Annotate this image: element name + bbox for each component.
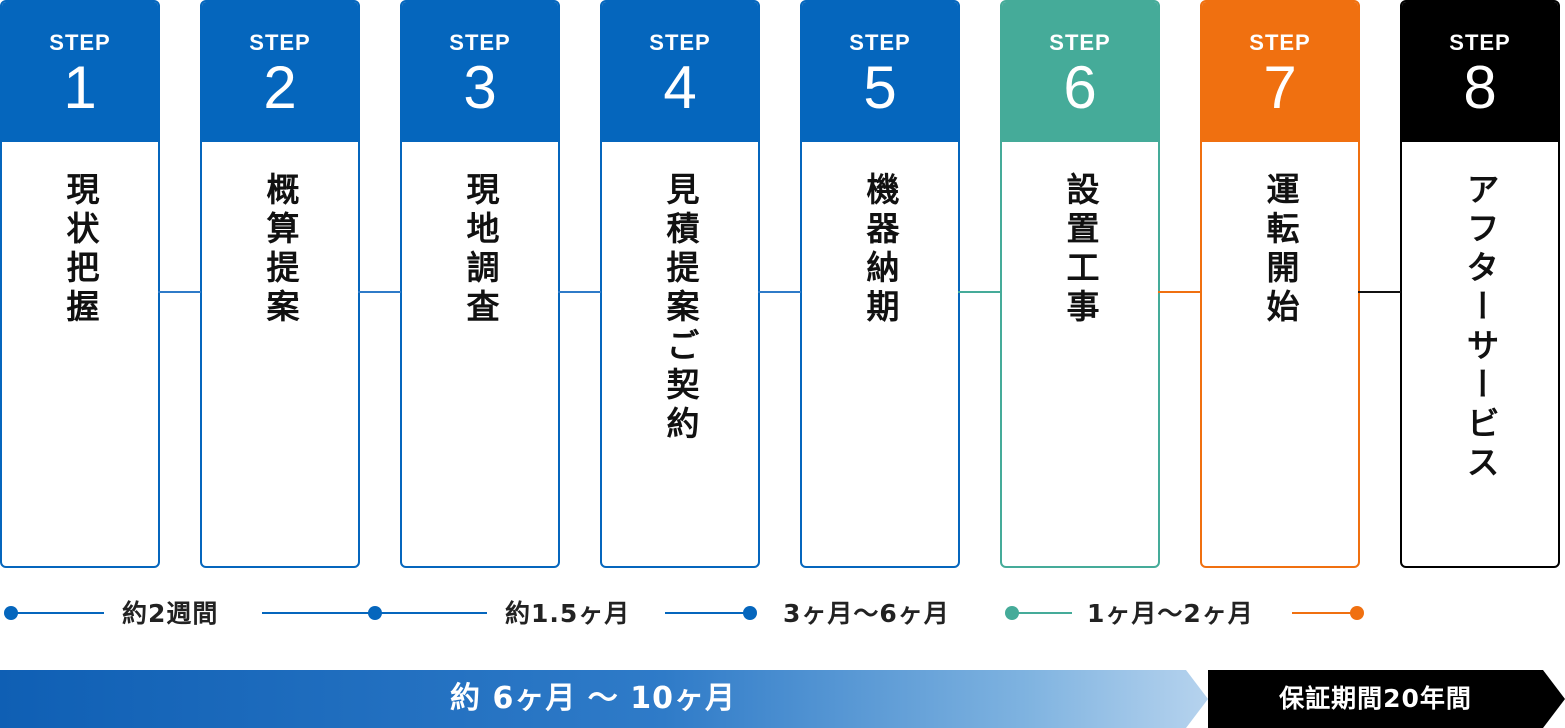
step-label: STEP	[249, 30, 311, 55]
step-number: 8	[1463, 54, 1497, 121]
timeline-line	[665, 612, 750, 614]
step-title: アフターサービス	[1461, 172, 1500, 484]
step-number: 6	[1063, 54, 1097, 121]
step-number: 4	[663, 54, 697, 121]
step-connector	[558, 291, 601, 293]
step-card-1: STEP 1 現状把握	[0, 0, 160, 568]
step-header: STEP 3	[402, 2, 558, 142]
timeline-line	[1292, 612, 1356, 614]
step-connector	[1358, 291, 1401, 293]
period-label-3: 3ヶ月〜6ヶ月	[783, 599, 950, 628]
timeline-dot	[368, 606, 382, 620]
step-label: STEP	[1449, 30, 1511, 55]
step-header: STEP 2	[202, 2, 358, 142]
step-label: STEP	[649, 30, 711, 55]
total-duration-bar	[0, 670, 1208, 728]
step-number: 3	[463, 54, 497, 121]
warranty-label: 保証期間20年間	[1279, 684, 1472, 713]
step-title: 概算提案	[261, 172, 300, 328]
step-header: STEP 4	[602, 2, 758, 142]
timeline-line	[1012, 612, 1072, 614]
step-header: STEP 7	[1202, 2, 1358, 142]
step-header: STEP 5	[802, 2, 958, 142]
step-card-2: STEP 2 概算提案	[200, 0, 360, 568]
step-header: STEP 8	[1402, 2, 1558, 142]
step-number: 7	[1263, 54, 1297, 121]
step-connector	[158, 291, 201, 293]
step-label: STEP	[1249, 30, 1311, 55]
step-header: STEP 6	[1002, 2, 1158, 142]
timeline-dot	[4, 606, 18, 620]
step-title: 設置工事	[1061, 172, 1100, 328]
period-label-4: 1ヶ月〜2ヶ月	[1087, 599, 1254, 628]
step-card-7: STEP 7 運転開始	[1200, 0, 1360, 568]
warranty-bar	[1208, 670, 1565, 728]
step-title: 現状把握	[61, 172, 100, 328]
step-title: 見積提案ご契約	[661, 172, 700, 445]
timeline-dot	[1005, 606, 1019, 620]
step-card-6: STEP 6 設置工事	[1000, 0, 1160, 568]
step-connector	[958, 291, 1001, 293]
step-number: 1	[63, 54, 97, 121]
step-label: STEP	[49, 30, 111, 55]
step-label: STEP	[1049, 30, 1111, 55]
step-header: STEP 1	[2, 2, 158, 142]
step-card-5: STEP 5 機器納期	[800, 0, 960, 568]
step-connector	[358, 291, 401, 293]
step-title: 現地調査	[461, 172, 500, 328]
timeline-dot	[743, 606, 757, 620]
timeline-line	[12, 612, 104, 614]
period-label-1: 約2週間	[122, 599, 219, 628]
step-label: STEP	[449, 30, 511, 55]
step-number: 5	[863, 54, 897, 121]
step-title: 運転開始	[1261, 172, 1300, 328]
step-card-4: STEP 4 見積提案ご契約	[600, 0, 760, 568]
step-connector	[758, 291, 801, 293]
step-card-8: STEP 8 アフターサービス	[1400, 0, 1560, 568]
timeline-dot	[1350, 606, 1364, 620]
step-title: 機器納期	[861, 172, 900, 328]
step-connector	[1158, 291, 1201, 293]
step-label: STEP	[849, 30, 911, 55]
step-card-3: STEP 3 現地調査	[400, 0, 560, 568]
total-duration-label: 約 6ヶ月 〜 10ヶ月	[450, 681, 736, 716]
period-label-2: 約1.5ヶ月	[505, 599, 631, 628]
step-number: 2	[263, 54, 297, 121]
